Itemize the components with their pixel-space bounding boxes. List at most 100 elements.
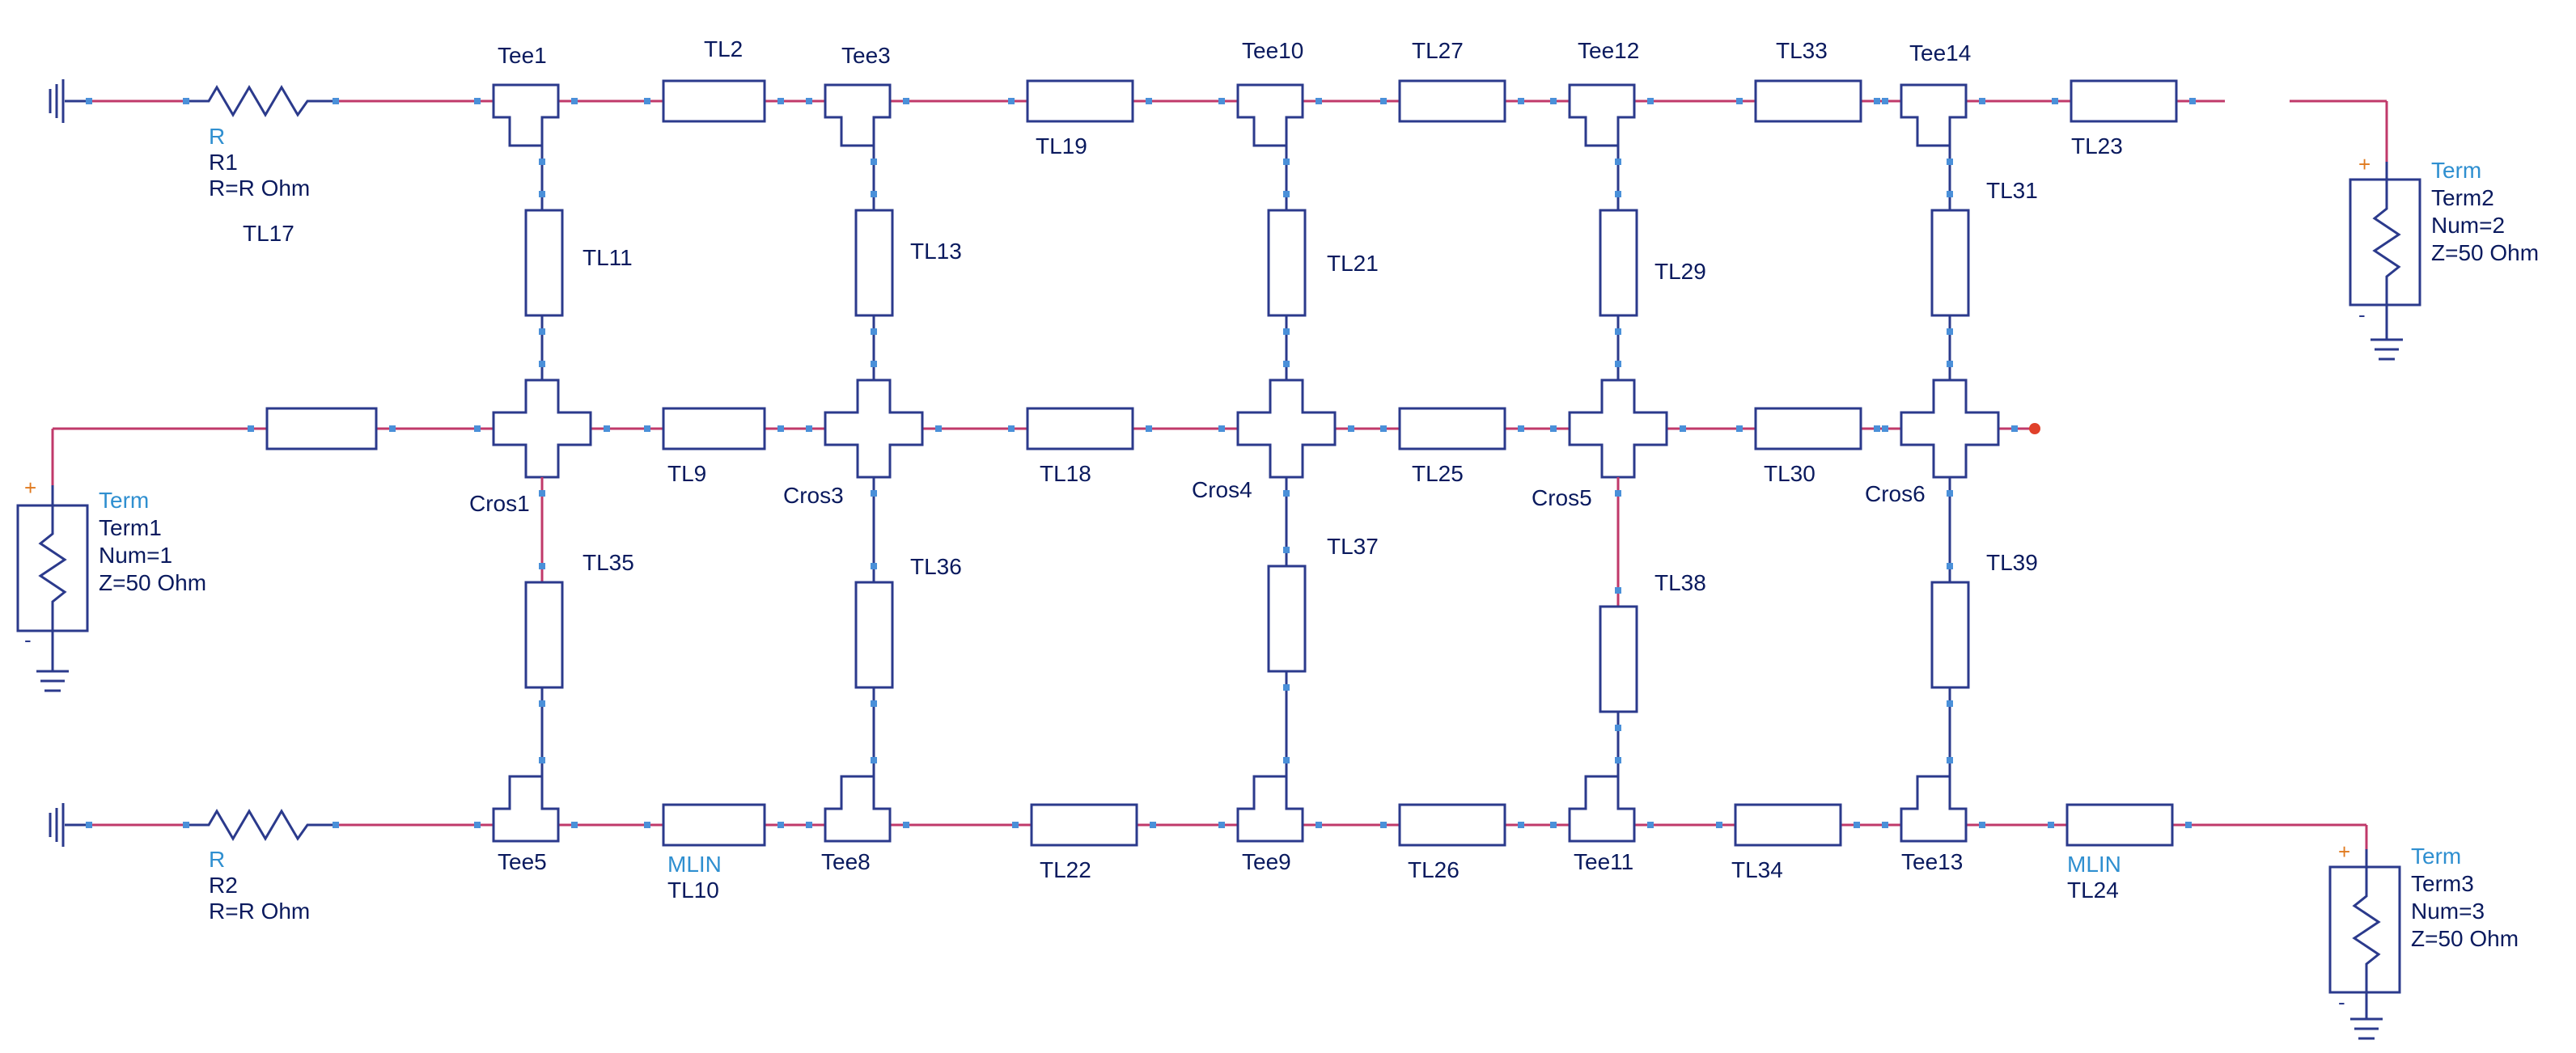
tl30-label: TL30 [1764, 461, 1815, 486]
pin-dot [1615, 361, 1621, 367]
term2-name: Term2 [2431, 185, 2494, 210]
pin-dot [1008, 425, 1015, 432]
tl36[interactable]: TL36 [854, 554, 962, 689]
tl33[interactable]: TL33 [1754, 38, 1862, 123]
pin-dot [1947, 563, 1953, 569]
tee8-label: Tee8 [821, 849, 871, 874]
pin-dot [1283, 490, 1290, 497]
tl33-label: TL33 [1776, 38, 1828, 63]
pin-dot [871, 361, 877, 367]
tl18[interactable]: TL18 [1026, 407, 1134, 486]
resistor-r1-value: R=R Ohm [209, 176, 310, 201]
tl35[interactable]: TL35 [524, 550, 634, 689]
term2[interactable]: + - Term Term2 Num=2 Z=50 Ohm [2349, 152, 2539, 361]
cros4[interactable]: Cros4 [1192, 378, 1337, 502]
term3-type: Term [2411, 844, 2461, 869]
tl10[interactable]: MLIN TL10 [662, 803, 766, 903]
pin-dot [1882, 98, 1888, 104]
pin-dot [871, 328, 877, 335]
tl29[interactable]: TL29 [1599, 209, 1706, 317]
tee5[interactable]: Tee5 [492, 775, 560, 874]
tee8[interactable]: Tee8 [821, 775, 892, 874]
tee10-label: Tee10 [1242, 38, 1303, 63]
tl27[interactable]: TL27 [1398, 38, 1506, 123]
pin-dot [2052, 98, 2058, 104]
pin-dot [871, 191, 877, 197]
pin-dot [86, 822, 92, 828]
tl11-label: TL11 [583, 245, 633, 270]
pin-dot [806, 822, 812, 828]
cros6[interactable]: Cros6 [1865, 378, 2000, 506]
pin-dot [871, 490, 877, 497]
resistor-r1[interactable]: R R1 R=R Ohm [186, 85, 336, 201]
tl24-label: TL24 [2067, 878, 2119, 903]
term3[interactable]: + - Term Term3 Num=3 Z=50 Ohm [2328, 839, 2519, 1040]
tl37[interactable]: TL37 [1267, 534, 1379, 673]
resistor-r1-name: R1 [209, 150, 238, 175]
tl23-label: TL23 [2071, 133, 2123, 159]
tl30[interactable]: TL30 [1754, 407, 1862, 486]
pin-dot [1550, 425, 1557, 432]
tl21[interactable]: TL21 [1267, 209, 1379, 317]
tee5-label: Tee5 [498, 849, 547, 874]
pin-dot [1736, 425, 1743, 432]
tee14[interactable]: Tee14 [1900, 40, 1971, 147]
pin-dot [539, 159, 545, 165]
tl22[interactable]: TL22 [1030, 803, 1138, 882]
pin-dot [1283, 361, 1290, 367]
pin-dot [1316, 98, 1322, 104]
pin-dot [1647, 822, 1654, 828]
pin-dot [539, 757, 545, 763]
pin-dot [1615, 191, 1621, 197]
pin-dot [1550, 822, 1557, 828]
cros3[interactable]: Cros3 [783, 378, 924, 508]
tl39[interactable]: TL39 [1930, 550, 2038, 689]
tee12-label: Tee12 [1578, 38, 1639, 63]
resistor-r2[interactable]: R R2 R=R Ohm [186, 809, 336, 924]
tee13[interactable]: Tee13 [1900, 775, 1968, 874]
term1[interactable]: + - Term Term1 Num=1 Z=50 Ohm [16, 476, 206, 692]
tee9[interactable]: Tee9 [1236, 775, 1304, 874]
tl34-label: TL34 [1731, 857, 1783, 882]
pin-dot [1947, 757, 1953, 763]
pin-dot [1854, 822, 1860, 828]
tl2[interactable]: TL2 [662, 36, 766, 123]
pin-dot [474, 425, 481, 432]
tee11-label: Tee11 [1574, 849, 1633, 874]
term2-type: Term [2431, 158, 2481, 183]
tl37-label: TL37 [1327, 534, 1379, 559]
tl25[interactable]: TL25 [1398, 407, 1506, 486]
tee11[interactable]: Tee11 [1568, 775, 1636, 874]
tl26[interactable]: TL26 [1398, 803, 1506, 882]
tl22-label: TL22 [1040, 857, 1091, 882]
pin-dot [1947, 361, 1953, 367]
tl23[interactable]: TL23 [2070, 79, 2178, 159]
tee3[interactable]: Tee3 [824, 43, 892, 147]
tl9[interactable]: TL9 [662, 407, 766, 486]
tl19[interactable]: TL19 [1026, 79, 1134, 159]
plus-sign: + [2338, 839, 2350, 864]
tl31[interactable]: TL31 [1930, 178, 2038, 317]
plus-sign: + [24, 476, 36, 500]
tee3-label: Tee3 [841, 43, 891, 68]
tl11[interactable]: TL11 [524, 209, 633, 317]
pin-dot [1947, 328, 1953, 335]
pin-dot [539, 563, 545, 569]
pin-dot [1947, 700, 1953, 707]
tee14-label: Tee14 [1909, 40, 1971, 66]
pin-dot [1518, 822, 1524, 828]
tl34[interactable]: TL34 [1731, 803, 1842, 882]
pin-dot [1283, 159, 1290, 165]
tl38[interactable]: TL38 [1599, 570, 1706, 713]
tl13[interactable]: TL13 [854, 209, 962, 317]
cros5[interactable]: Cros5 [1532, 378, 1668, 510]
tee10[interactable]: Tee10 [1236, 38, 1304, 147]
tl-mid-left[interactable] [265, 407, 378, 450]
tee1[interactable]: Tee1 [492, 43, 560, 147]
term2-num: Num=2 [2431, 213, 2505, 238]
tl24[interactable]: MLIN TL24 [2065, 803, 2174, 903]
plus-sign: + [2358, 152, 2371, 176]
cros1[interactable]: Cros1 [469, 378, 592, 516]
tee12[interactable]: Tee12 [1568, 38, 1639, 147]
pin-dot [1380, 822, 1387, 828]
